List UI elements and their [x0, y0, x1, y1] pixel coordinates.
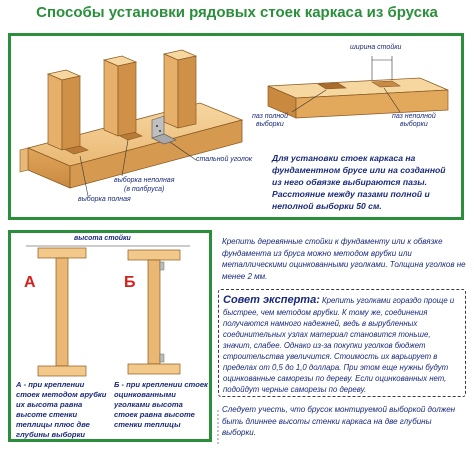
post-height-label: высота стойки — [74, 235, 131, 242]
full-cut-label: выборка полная — [78, 196, 131, 203]
caption-a: А - при креплении стоек методом врубки и… — [16, 380, 107, 439]
partial-slot-label-2: выборки — [400, 121, 428, 128]
slot-instructions-note: Для установки стоек каркаса на фундамент… — [272, 153, 446, 211]
partial-cut-label: выборка неполная — [114, 177, 175, 184]
post-width-label: ширина стойки — [350, 44, 402, 51]
steel-corner-label: стальной уголок — [196, 156, 253, 163]
post-a-illustration — [26, 245, 190, 377]
full-slot-label: паз полной — [252, 113, 288, 120]
full-slot-label-2: выборки — [256, 121, 284, 128]
letter-b: Б — [124, 274, 136, 291]
partial-cut-note: (в полбруса) — [124, 186, 165, 193]
partial-slot-label: паз неполной — [392, 113, 436, 120]
post-b-illustration — [127, 249, 181, 375]
letter-a: А — [24, 274, 36, 291]
footer-paragraph: Следует учесть, что брусок монтируемой в… — [222, 405, 456, 437]
expert-lead: Совет эксперта: — [223, 294, 320, 306]
expert-advice-box: Совет эксперта: Крепить уголками гораздо… — [218, 289, 466, 397]
intro-paragraph: Крепить деревянные стойки к фундаменту и… — [222, 237, 466, 281]
expert-body: быстрее, чем методом врубки. К тому же, … — [223, 308, 449, 394]
caption-b: Б - при креплении стоек оцинкованными уг… — [114, 380, 208, 429]
expert-lead-rest: Крепить уголками гораздо проще и — [319, 296, 455, 305]
beam-3d-illustration — [19, 49, 244, 197]
post-height-panel — [8, 230, 212, 442]
page-title: Способы установки рядовых стоек каркаса … — [36, 4, 438, 21]
beam-profile-illustration — [267, 56, 449, 119]
